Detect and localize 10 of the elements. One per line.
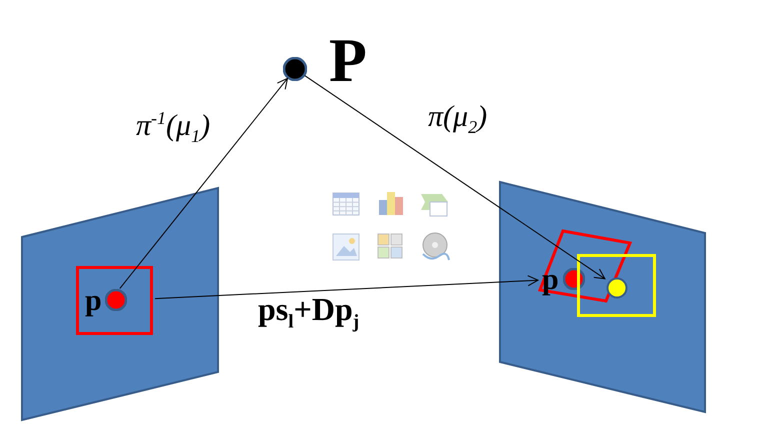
point-label: P xyxy=(329,30,367,92)
edge-label: ps$_{l}$+Dp$_{j}$ xyxy=(258,291,360,334)
arrow xyxy=(119,78,288,289)
point-label: p xyxy=(85,286,102,316)
region-box xyxy=(577,254,656,317)
edge-label: π(μ$_{2}$) xyxy=(428,100,488,138)
arrow xyxy=(154,275,538,300)
edge-label: π$^{-1}$(μ$_{1}$) xyxy=(136,108,210,147)
region-box xyxy=(76,266,153,335)
arrow xyxy=(304,75,606,280)
